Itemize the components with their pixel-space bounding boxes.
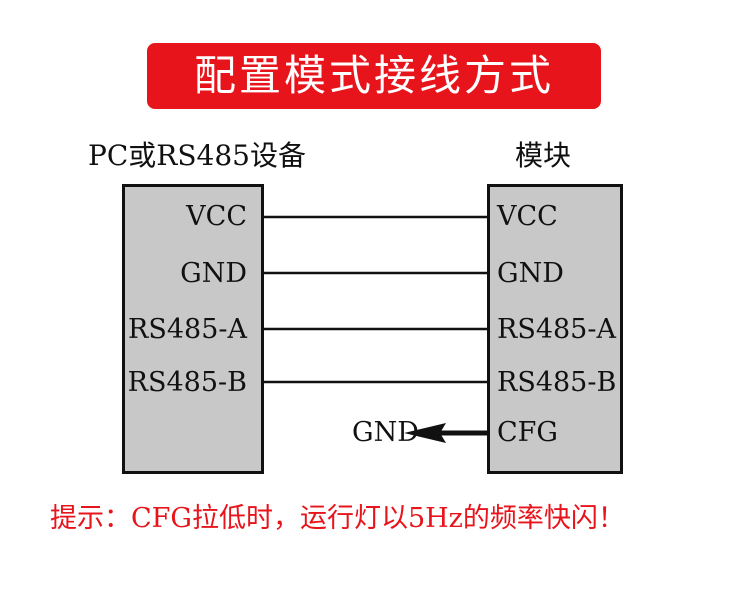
right-device-box — [487, 184, 623, 474]
right-pin-vcc: VCC — [497, 201, 558, 232]
right-device-label: 模块 — [515, 139, 572, 172]
left-pin-rs485-a: RS485-A — [128, 314, 247, 345]
right-pin-rs485-b: RS485-B — [497, 367, 617, 398]
diagram-title: 配置模式接线方式 — [193, 51, 554, 100]
left-pin-vcc: VCC — [186, 201, 247, 232]
left-pin-gnd: GND — [180, 258, 247, 289]
title-banner: 配置模式接线方式 — [147, 43, 601, 109]
right-pin-rs485-a: RS485-A — [497, 314, 616, 345]
left-pin-rs485-b: RS485-B — [127, 367, 247, 398]
right-pin-cfg: CFG — [497, 417, 558, 448]
cfg-arrow-icon — [404, 423, 446, 443]
right-pin-gnd: GND — [497, 258, 564, 289]
hint-text: 提示：CFG拉低时，运行灯以5Hz的频率快闪！ — [50, 503, 625, 534]
left-device-label: PC或RS485设备 — [88, 139, 306, 172]
left-device-box — [122, 184, 264, 474]
